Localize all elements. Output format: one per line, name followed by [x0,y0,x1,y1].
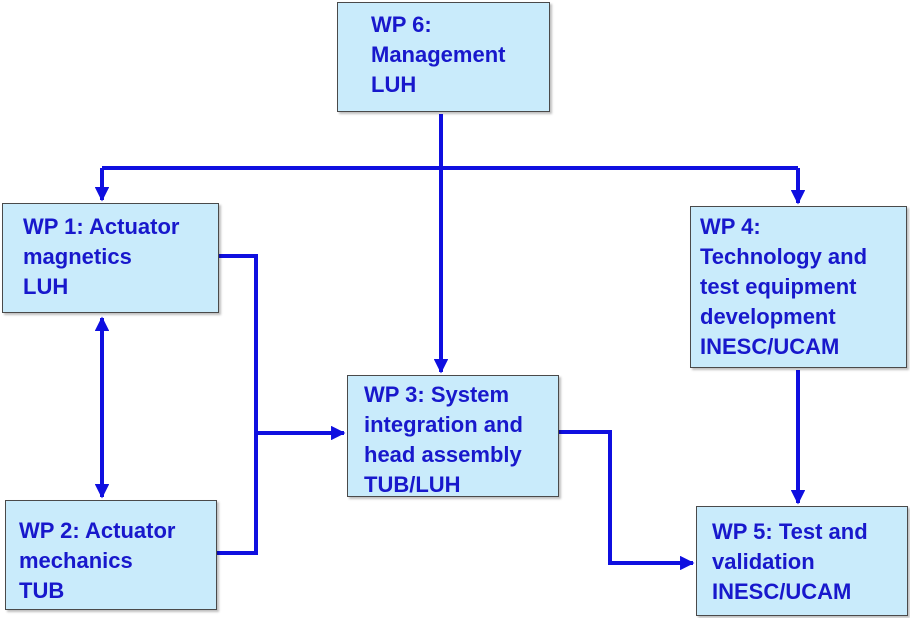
box-wp2-line-1: WP 2: Actuator [19,518,176,543]
box-wp4-technology: WP 4: Technology and test equipment deve… [690,206,907,368]
box-wp1-actuator-magnetics: WP 1: Actuator magnetics LUH [2,203,219,313]
box-wp2-actuator-mechanics: WP 2: Actuator mechanics TUB [5,500,217,610]
box-wp1-line-1: WP 1: Actuator [23,214,180,239]
box-wp4-line-1: WP 4: [700,214,761,239]
box-wp3-line-2: integration and [364,412,523,437]
box-wp5-line-1: WP 5: Test and [712,519,868,544]
box-wp4-line-5: INESC/UCAM [700,334,840,359]
connector-wp1-to-joiner [217,254,258,555]
box-wp5-line-3: INESC/UCAM [712,579,852,604]
box-wp3-system-integration: WP 3: System integration and head assemb… [347,375,559,497]
box-wp6-line-1: WP 6: [371,12,432,37]
box-wp3-line-4: TUB/LUH [364,472,461,497]
box-wp3-line-3: head assembly [364,442,522,467]
box-wp1-line-3: LUH [23,274,69,299]
box-wp2-line-3: TUB [19,578,65,603]
box-wp6-management: WP 6: Management LUH [337,2,550,112]
box-wp4-line-2: Technology and [700,244,868,269]
box-wp5-line-2: validation [712,549,815,574]
box-wp1-line-2: magnetics [23,244,132,269]
connector-wp3-to-wp5 [559,430,695,571]
box-wp4-line-4: development [700,304,836,329]
box-wp6-line-2: Management [371,42,506,67]
box-wp5-test-validation: WP 5: Test and validation INESC/UCAM [696,506,908,616]
box-wp4-line-3: test equipment [700,274,857,299]
box-wp2-line-2: mechanics [19,548,133,573]
box-wp3-line-1: WP 3: System [364,382,510,407]
box-wp6-line-3: LUH [371,72,417,97]
